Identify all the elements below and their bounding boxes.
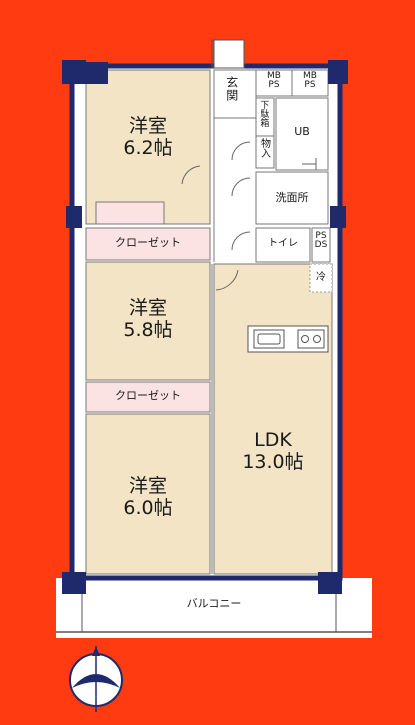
ldk-name: LDK	[254, 429, 292, 451]
mb-ps-2-label: MB PS	[303, 71, 317, 91]
unit-bath-label: UB	[294, 125, 310, 138]
gas-stove-icon	[297, 329, 325, 349]
bedroom-mid-label: 洋室 5.8帖	[86, 297, 210, 342]
entrance-label: 玄関	[224, 76, 239, 102]
washroom-label: 洗面所	[275, 191, 309, 204]
closet-2-label: クローゼット	[115, 389, 181, 402]
bedroom-mid-size: 5.8帖	[123, 318, 173, 341]
outer-wall	[69, 63, 343, 581]
storage-label: 物入	[258, 138, 270, 158]
bedroom-top-label: 洋室 6.2帖	[86, 115, 210, 160]
bedroom-bot-size: 6.0帖	[123, 496, 173, 519]
bedroom-top-name: 洋室	[128, 115, 167, 137]
bedroom-bot-label: 洋室 6.0帖	[86, 475, 210, 520]
room-bedroom-mid	[85, 261, 211, 381]
room-bedroom-bot	[85, 413, 211, 575]
room-ldk	[213, 263, 333, 575]
ps-ds-label: PS DS	[314, 231, 328, 251]
shoe-box-label: 下駄箱	[258, 100, 269, 127]
ldk-size: 13.0帖	[242, 450, 304, 473]
mb-ps-1-label: MB PS	[267, 71, 281, 91]
closet-1-label: クローゼット	[115, 236, 181, 249]
bedroom-mid-name: 洋室	[128, 297, 167, 319]
bedroom-bot-name: 洋室	[128, 475, 167, 497]
ldk-label: LDK 13.0帖	[214, 429, 332, 474]
closet-2	[85, 381, 211, 413]
closet-small	[95, 201, 165, 225]
fridge-label: 冷	[316, 272, 326, 283]
toilet-label: トイレ	[268, 238, 298, 249]
north-arrow-compass-icon	[69, 646, 123, 712]
closet-1	[85, 227, 211, 261]
kitchen-sink-icon	[253, 329, 285, 349]
room-bedroom-top	[85, 69, 211, 225]
bedroom-top-size: 6.2帖	[123, 136, 173, 159]
balcony-label: バルコニー	[186, 597, 242, 610]
